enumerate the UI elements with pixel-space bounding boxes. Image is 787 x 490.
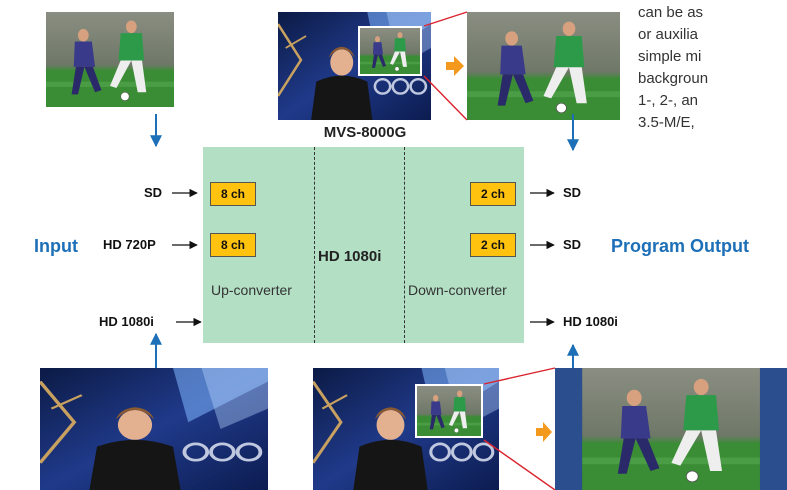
input-label-720p: HD 720P — [103, 237, 156, 252]
pip-line-top-upper — [423, 11, 468, 27]
pip-window-top — [358, 26, 422, 76]
photo-anchor-with-pip-bottom — [313, 368, 499, 490]
program-output-heading: Program Output — [611, 236, 749, 256]
badge-input-720p: 8 ch — [210, 233, 256, 257]
photo-anchor-with-pip-top — [278, 12, 431, 120]
pip-line-bottom-lower — [483, 439, 556, 490]
divider-right — [404, 147, 405, 343]
description-line: 1-, 2-, an — [638, 92, 699, 109]
description-line: can be as — [638, 4, 704, 21]
upconverter-label: Up-converter — [211, 282, 292, 298]
arrow-orange-bottom — [536, 422, 552, 442]
input-heading: Input — [34, 236, 78, 256]
output-label-sd-1: SD — [563, 185, 582, 200]
input-label-1080i: HD 1080i — [99, 314, 154, 329]
pip-line-bottom-upper — [483, 367, 556, 385]
badge-output-sd-2: 2 ch — [470, 233, 516, 257]
device-title: MVS-8000G — [323, 124, 407, 141]
description-line: backgroun — [638, 70, 709, 87]
badge-output-sd-1: 2 ch — [470, 182, 516, 206]
center-format-label: HD 1080i — [316, 248, 384, 265]
photo-soccer-output-bottom — [555, 368, 787, 490]
output-label-1080i: HD 1080i — [563, 314, 618, 329]
pip-window-bottom — [415, 384, 483, 438]
pip-line-top-lower — [423, 75, 468, 121]
description-line: 3.5-M/E, — [638, 114, 695, 131]
divider-left — [314, 147, 315, 343]
badge-input-sd: 8 ch — [210, 182, 256, 206]
downconverter-label: Down-converter — [408, 282, 507, 298]
description-line: simple mi — [638, 48, 702, 65]
input-label-sd: SD — [144, 185, 163, 200]
description-line: or auxilia — [638, 26, 699, 43]
arrow-orange-top — [446, 56, 464, 76]
output-label-sd-2: SD — [563, 237, 582, 252]
